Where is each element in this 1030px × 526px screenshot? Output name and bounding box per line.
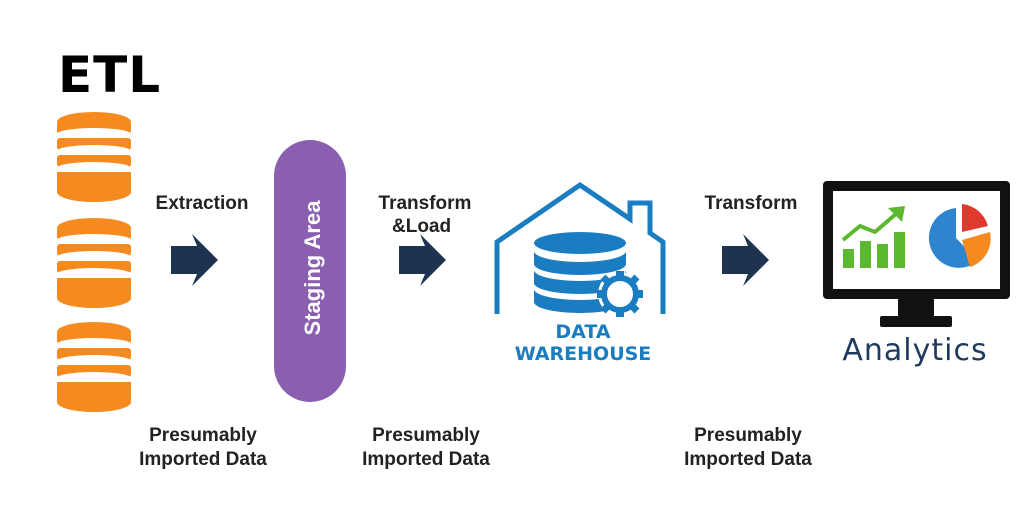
caption-transform: Presumably Imported Data (658, 424, 838, 472)
extraction-label: Extraction (155, 193, 249, 214)
transform-label: Transform (704, 193, 798, 214)
arrow-right-icon (722, 234, 769, 286)
caption-line2: Imported Data (139, 449, 267, 470)
caption-transform-load: Presumably Imported Data (336, 424, 516, 472)
analytics-label: Analytics (842, 333, 988, 368)
staging-area-pill (274, 140, 346, 402)
caption-line1: Presumably (694, 425, 802, 446)
bar-chart-icon (841, 206, 905, 268)
source-database-icon (57, 112, 131, 412)
caption-line1: Presumably (149, 425, 257, 446)
transform-load-label: Transform &Load (370, 192, 480, 238)
caption-extraction: Presumably Imported Data (113, 424, 293, 472)
arrow-right-icon (399, 234, 446, 286)
data-warehouse-label: DATA WAREHOUSE (514, 321, 652, 365)
page-title: ETL (58, 46, 162, 104)
staging-area-label: Staging Area (300, 200, 325, 336)
caption-line2: Imported Data (684, 449, 812, 470)
caption-line1: Presumably (372, 425, 480, 446)
caption-line2: Imported Data (362, 449, 490, 470)
transform-load-line2: &Load (392, 216, 452, 237)
pie-chart-icon (928, 204, 991, 268)
transform-load-line1: Transform (378, 193, 472, 214)
gear-icon (597, 271, 643, 317)
arrow-right-icon (171, 234, 218, 286)
data-warehouse-icon (494, 181, 666, 314)
